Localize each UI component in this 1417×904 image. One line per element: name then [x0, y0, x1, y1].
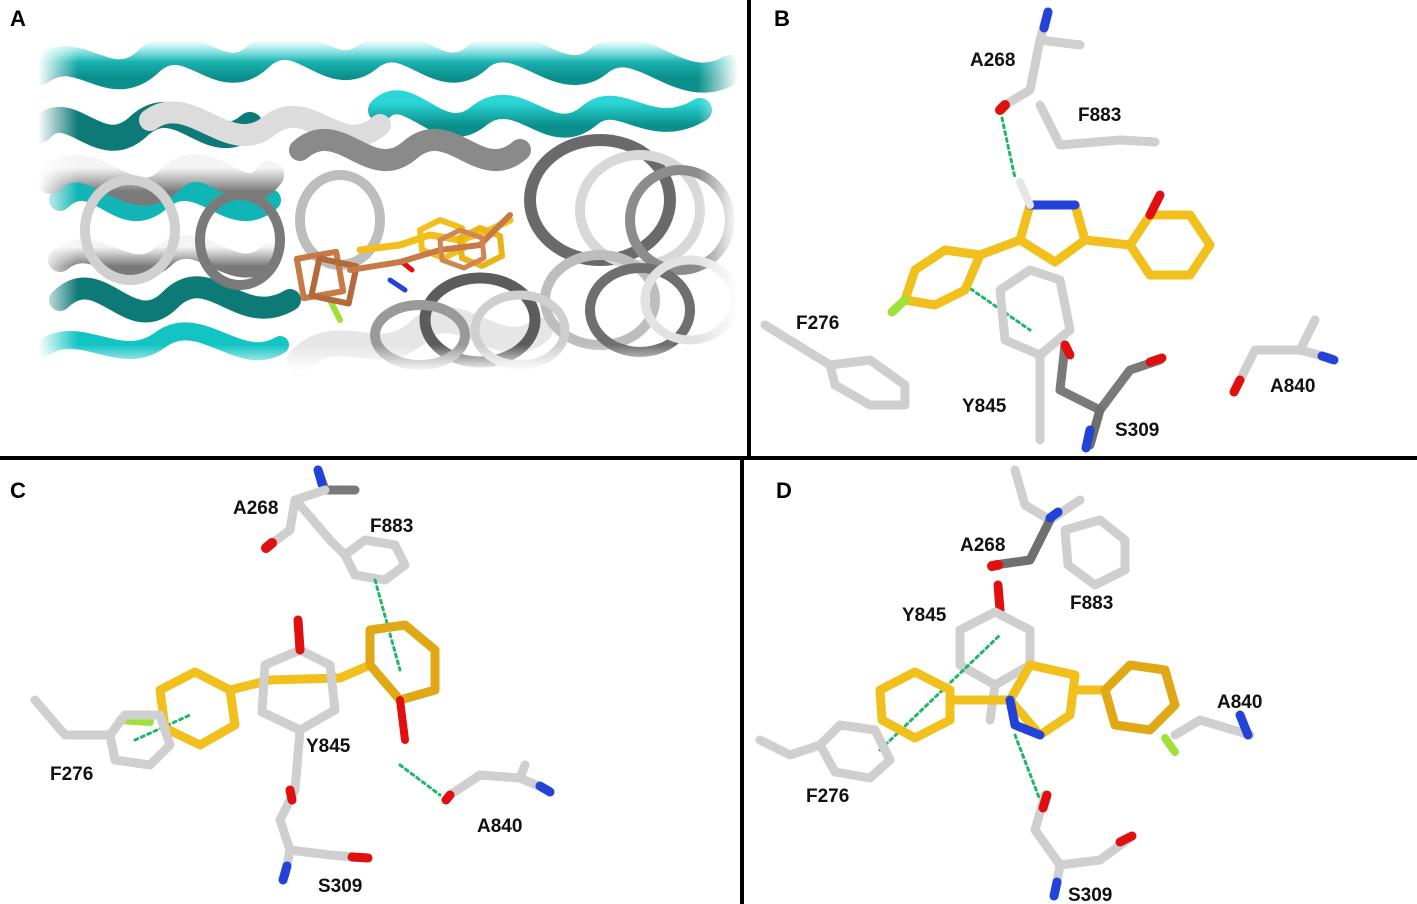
hbond-d-2: [1013, 733, 1042, 802]
label-a840-b: A840: [1270, 376, 1315, 397]
residue-f883-c: [295, 500, 410, 585]
ligand-pose-orange: [293, 212, 513, 307]
residue-f883-b: [1035, 100, 1160, 150]
residue-y845-c: [257, 615, 340, 795]
residue-s309-c: [275, 785, 373, 885]
residue-a268-d: [987, 465, 1085, 571]
label-a840-c: A840: [477, 816, 522, 837]
label-y845-d: Y845: [902, 605, 947, 626]
hbond-c-2: [398, 763, 442, 797]
panel-label-c: C: [10, 478, 26, 503]
label-s309-d: S309: [1068, 885, 1112, 904]
residue-f276-b: [760, 320, 910, 410]
label-y845-b: Y845: [962, 396, 1007, 417]
residue-a840-b: [1229, 315, 1339, 397]
label-a268-b: A268: [970, 50, 1015, 71]
panel-c: C A268 F883 F276 Y845 A840 S309: [10, 465, 555, 897]
residue-a840-c: [441, 760, 555, 805]
ligand-b: [887, 178, 1215, 317]
label-s309-b: S309: [1115, 420, 1159, 441]
label-f883-b: F883: [1078, 105, 1121, 126]
hbond-b-2: [963, 283, 1032, 332]
residue-a268-c: [261, 465, 360, 553]
residue-f883-d: [1060, 515, 1130, 590]
label-a268-d: A268: [960, 535, 1005, 556]
label-f883-d: F883: [1070, 593, 1113, 614]
residue-s309-d: [1030, 790, 1137, 901]
panel-label-b: B: [774, 6, 790, 31]
panel-b: B A268 F883 F276 Y845 S309 A840: [760, 6, 1339, 453]
residue-a840-d: [1170, 710, 1255, 740]
panel-d: D A268 F883 Y845 A840 F276 S309: [755, 465, 1262, 904]
label-a268-c: A268: [233, 498, 278, 519]
panel-label-d: D: [776, 478, 792, 503]
residue-y845-b: [995, 265, 1075, 445]
residue-s309-b: [1055, 340, 1167, 453]
residue-a268-b: [995, 7, 1085, 115]
hbond-c-1: [373, 578, 402, 672]
label-s309-c: S309: [318, 876, 362, 897]
panel-label-a: A: [10, 6, 26, 31]
label-f276-b: F276: [796, 313, 839, 334]
protein-ribbon-view: [38, 40, 738, 372]
label-f276-d: F276: [806, 786, 849, 807]
label-y845-c: Y845: [306, 736, 351, 757]
label-a840-d: A840: [1217, 692, 1262, 713]
label-f883-c: F883: [370, 516, 413, 537]
ligand-d: [875, 660, 1180, 756]
panel-a: A: [10, 6, 738, 372]
hbond-b-1: [1000, 116, 1017, 180]
residue-f276-c: [30, 695, 175, 770]
residue-f276-d: [755, 720, 895, 783]
label-f276-c: F276: [50, 764, 93, 785]
